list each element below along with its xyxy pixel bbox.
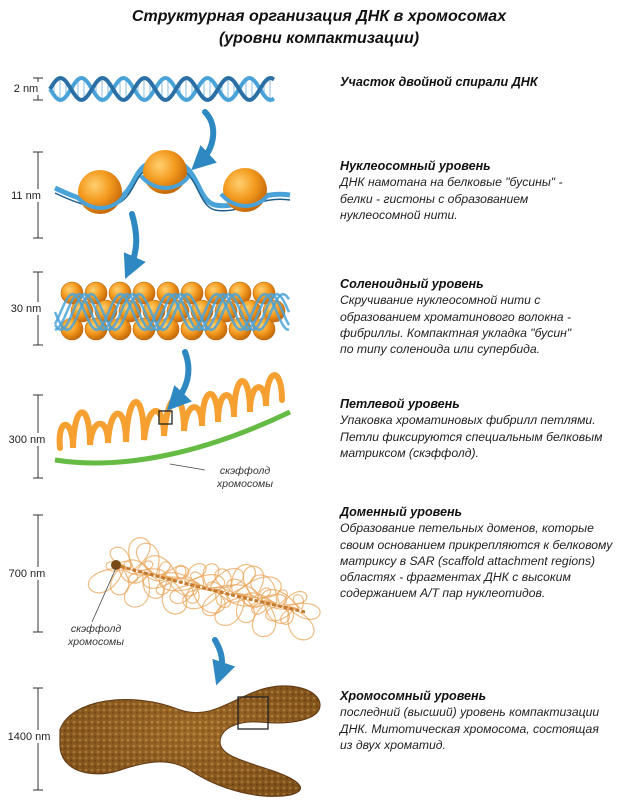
scale-label-2nm: 2 nm (14, 83, 38, 95)
level-text-line: матриксу в SAR (scaffold attachment regi… (340, 553, 596, 568)
level-domain: Доменный уровень Образование петельных д… (340, 504, 632, 602)
level-text-line: белки - гистоны с образованием (340, 191, 529, 206)
level-dna-helix: Участок двойной спирали ДНК (340, 74, 632, 90)
nucleosome-bead (78, 170, 122, 214)
level-heading: Хромосомный уровень (340, 689, 487, 703)
level-solenoid: Соленоидный уровень Скручивание нуклеосо… (340, 276, 632, 357)
scaffold-line (54, 409, 292, 466)
level-loops: Петлевой уровень Упаковка хроматиновых ф… (340, 396, 632, 461)
level-nucleosome: Нуклеосомный уровень ДНК намотана на бел… (340, 158, 632, 223)
level-text-line: ДНК. Митотическая хромосома, состоящая (340, 721, 599, 736)
title-line-2: (уровни компактизации) (218, 30, 420, 47)
level-text-line: Образование петельных доменов, которые (340, 521, 594, 536)
level-text-line: по типу соленоида или супербида. (340, 342, 541, 357)
zoom-box (158, 410, 173, 425)
scale-label-11nm: 11 nm (11, 190, 41, 202)
level-text-line: ДНК намотана на белковые "бусины" - (340, 175, 563, 190)
chromosome (59, 685, 321, 797)
scaffold-label-line-2: хромосомы (216, 478, 273, 490)
chromatin-loops: скэффолд хромосомы (54, 372, 292, 490)
level-text-line: своим основанием прикрепляются к белково… (340, 537, 613, 552)
zoom-box (237, 696, 269, 730)
scaffold-label-line-1: скэффолд (220, 465, 271, 477)
level-heading: Нуклеосомный уровень (340, 159, 491, 173)
level-heading: Участок двойной спирали ДНК (340, 75, 538, 89)
loop-domain (87, 537, 321, 641)
level-text-line: Скручивание нуклеосомной нити с (340, 293, 541, 308)
level-text-line: Петли фиксируются специальным белковым (340, 429, 603, 444)
level-heading: Петлевой уровень (340, 397, 460, 411)
scale-label-30nm: 30 nm (11, 303, 42, 315)
arrow-down-icon (212, 637, 236, 686)
level-text-line: из двух хроматид. (340, 737, 446, 752)
domain-labels: скэффолд хромосомы (67, 567, 124, 648)
scale-label-1400nm: 1400 nm (8, 731, 51, 743)
level-text-line: областях - фрагментах ДНК с высоким (340, 570, 571, 585)
title-line-1: Структурная организация ДНК в хромосомах (131, 8, 507, 25)
page-title: Структурная организация ДНК в хромосомах… (0, 6, 638, 50)
level-text-line: Упаковка хроматиновых фибрилл петлями. (340, 413, 596, 428)
level-text-line: нуклеосомной нити. (340, 207, 458, 222)
solenoid-fiber (53, 281, 291, 341)
level-text-line: последний (высший) уровень компактизации (340, 705, 600, 720)
level-heading: Доменный уровень (340, 505, 463, 519)
scale-labels: 2 nm 11 nm 30 nm 300 nm 700 nm 1400 nm (2, 82, 56, 743)
nucleosome-bead (143, 150, 187, 194)
nucleosome-bead (223, 168, 267, 212)
transition-arrows (123, 109, 236, 686)
arrow-down-icon (123, 211, 146, 279)
scale-label-300nm: 300 nm (9, 434, 46, 446)
level-heading: Соленоидный уровень (340, 277, 484, 291)
level-text-line: матриксом (скэффолд). (340, 445, 479, 460)
level-text-line: образованием хроматинового волокна - (340, 309, 572, 324)
scale-label-700nm: 700 nm (9, 568, 46, 580)
domain-scaffold-label-line-2: хромосомы (67, 636, 124, 648)
arrow-down-icon (191, 109, 217, 171)
level-text-line: содержанием A/T пар нуклеотидов. (340, 586, 546, 601)
dna-double-helix (48, 75, 276, 103)
level-chromosome: Хромосомный уровень последний (высший) у… (340, 688, 632, 753)
level-text-line: фибриллы. Компактная укладка "бусин" (340, 325, 572, 340)
arrow-down-icon (166, 349, 192, 411)
domain-scaffold-label-line-1: скэффолд (71, 623, 122, 635)
nucleosome-chain (53, 150, 291, 214)
